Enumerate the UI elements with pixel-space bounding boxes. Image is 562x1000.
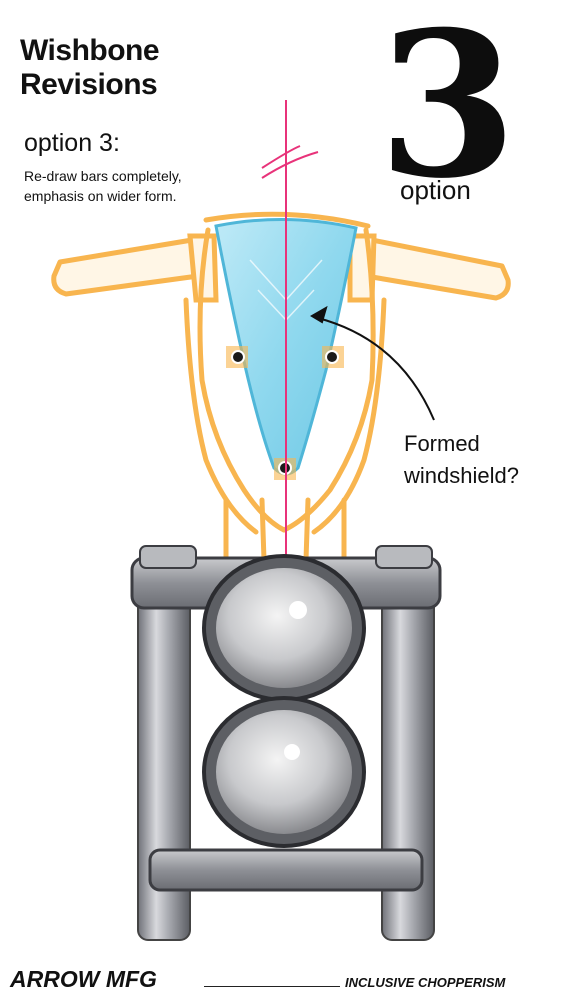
windshield-annotation: Formed windshield? bbox=[404, 428, 554, 492]
annotation-text: Formed windshield? bbox=[404, 431, 519, 488]
headlight-upper bbox=[202, 554, 366, 702]
left-handlebar bbox=[51, 233, 219, 303]
mount-bolts bbox=[226, 346, 344, 480]
centerline bbox=[261, 100, 319, 560]
headlight-lower bbox=[202, 696, 366, 848]
title-text: Wishbone Revisions bbox=[20, 34, 160, 101]
triple-clamp-bottom bbox=[148, 848, 424, 892]
option-description: Re-draw bars completely, emphasis on wid… bbox=[24, 168, 182, 204]
callout-arrow bbox=[310, 305, 435, 421]
option-subtitle: option 3: bbox=[24, 129, 120, 157]
brand-logo-text: ARROW MFG bbox=[10, 966, 157, 992]
option-label: option bbox=[400, 175, 471, 205]
footer-divider bbox=[204, 986, 340, 987]
brand-tagline: INCLUSIVE CHOPPERISM bbox=[345, 975, 506, 990]
page-title: Wishbone Revisions bbox=[20, 34, 220, 102]
option-number: 3 bbox=[378, 0, 518, 223]
